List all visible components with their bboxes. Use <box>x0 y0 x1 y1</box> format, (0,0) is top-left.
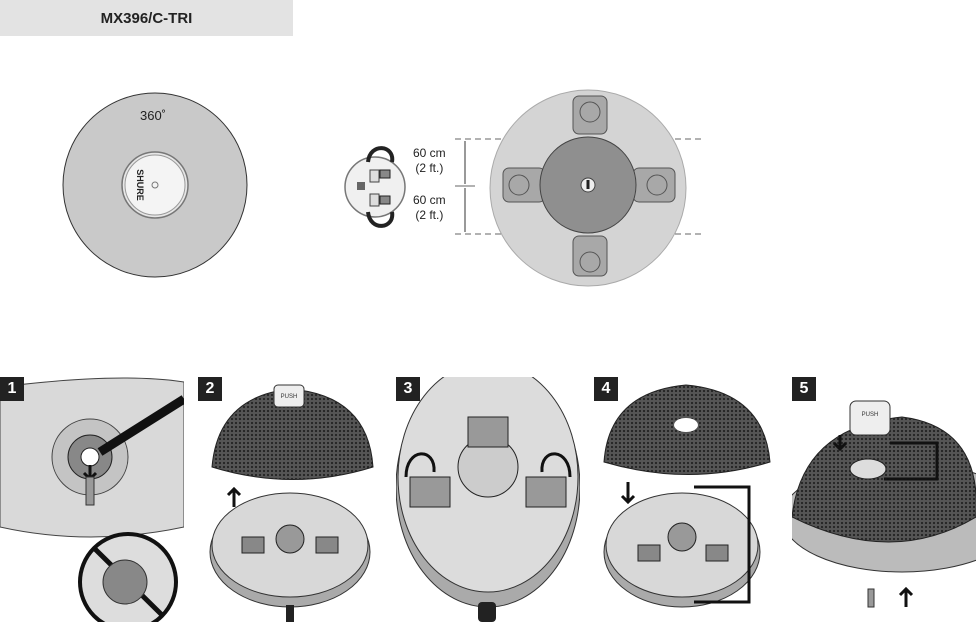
person-left <box>502 167 546 203</box>
spacing-bottom-metric: 60 cm <box>413 193 446 207</box>
spacing-bottom-imperial: (2 ft.) <box>415 208 444 222</box>
step-3-illustration <box>396 377 580 622</box>
angle-label: 360˚ <box>140 108 166 123</box>
push-label: PUSH <box>281 394 298 400</box>
step-2-illustration: PUSH <box>209 384 374 622</box>
step-3-panel: 3 <box>396 377 580 622</box>
step-1-illustration <box>0 377 184 622</box>
person-top <box>572 95 608 135</box>
model-title: MX396/C-TRI <box>100 9 193 27</box>
step-number: 3 <box>396 377 420 401</box>
model-title-bar: MX396/C-TRI <box>0 0 293 36</box>
spacing-top-metric: 60 cm <box>413 146 446 160</box>
step-4-panel: 4 <box>594 377 778 622</box>
spacing-top-imperial: (2 ft.) <box>415 161 444 175</box>
spacing-top-label: 60 cm (2 ft.) <box>413 146 446 176</box>
step-number: 2 <box>198 377 222 401</box>
person-right <box>632 167 676 203</box>
step-5-panel: 5 PUSH <box>792 377 976 622</box>
omnidirectional-pickup-diagram: 360˚ SHURE <box>62 92 248 278</box>
spacing-bottom-label: 60 cm (2 ft.) <box>413 193 446 223</box>
step-1-panel: 1 <box>0 377 184 622</box>
push-label: PUSH <box>862 412 879 418</box>
table-placement-diagram <box>489 89 687 287</box>
person-bottom <box>572 235 608 277</box>
step-2-panel: 2 PUSH <box>198 377 382 622</box>
shure-logo: SHURE <box>135 169 145 201</box>
step-number: 1 <box>0 377 24 401</box>
step-4-illustration <box>603 384 771 608</box>
step-5-illustration: PUSH <box>792 400 976 608</box>
step-number: 4 <box>594 377 618 401</box>
microphone-rotation-diagram <box>344 146 406 228</box>
step-number: 5 <box>792 377 816 401</box>
